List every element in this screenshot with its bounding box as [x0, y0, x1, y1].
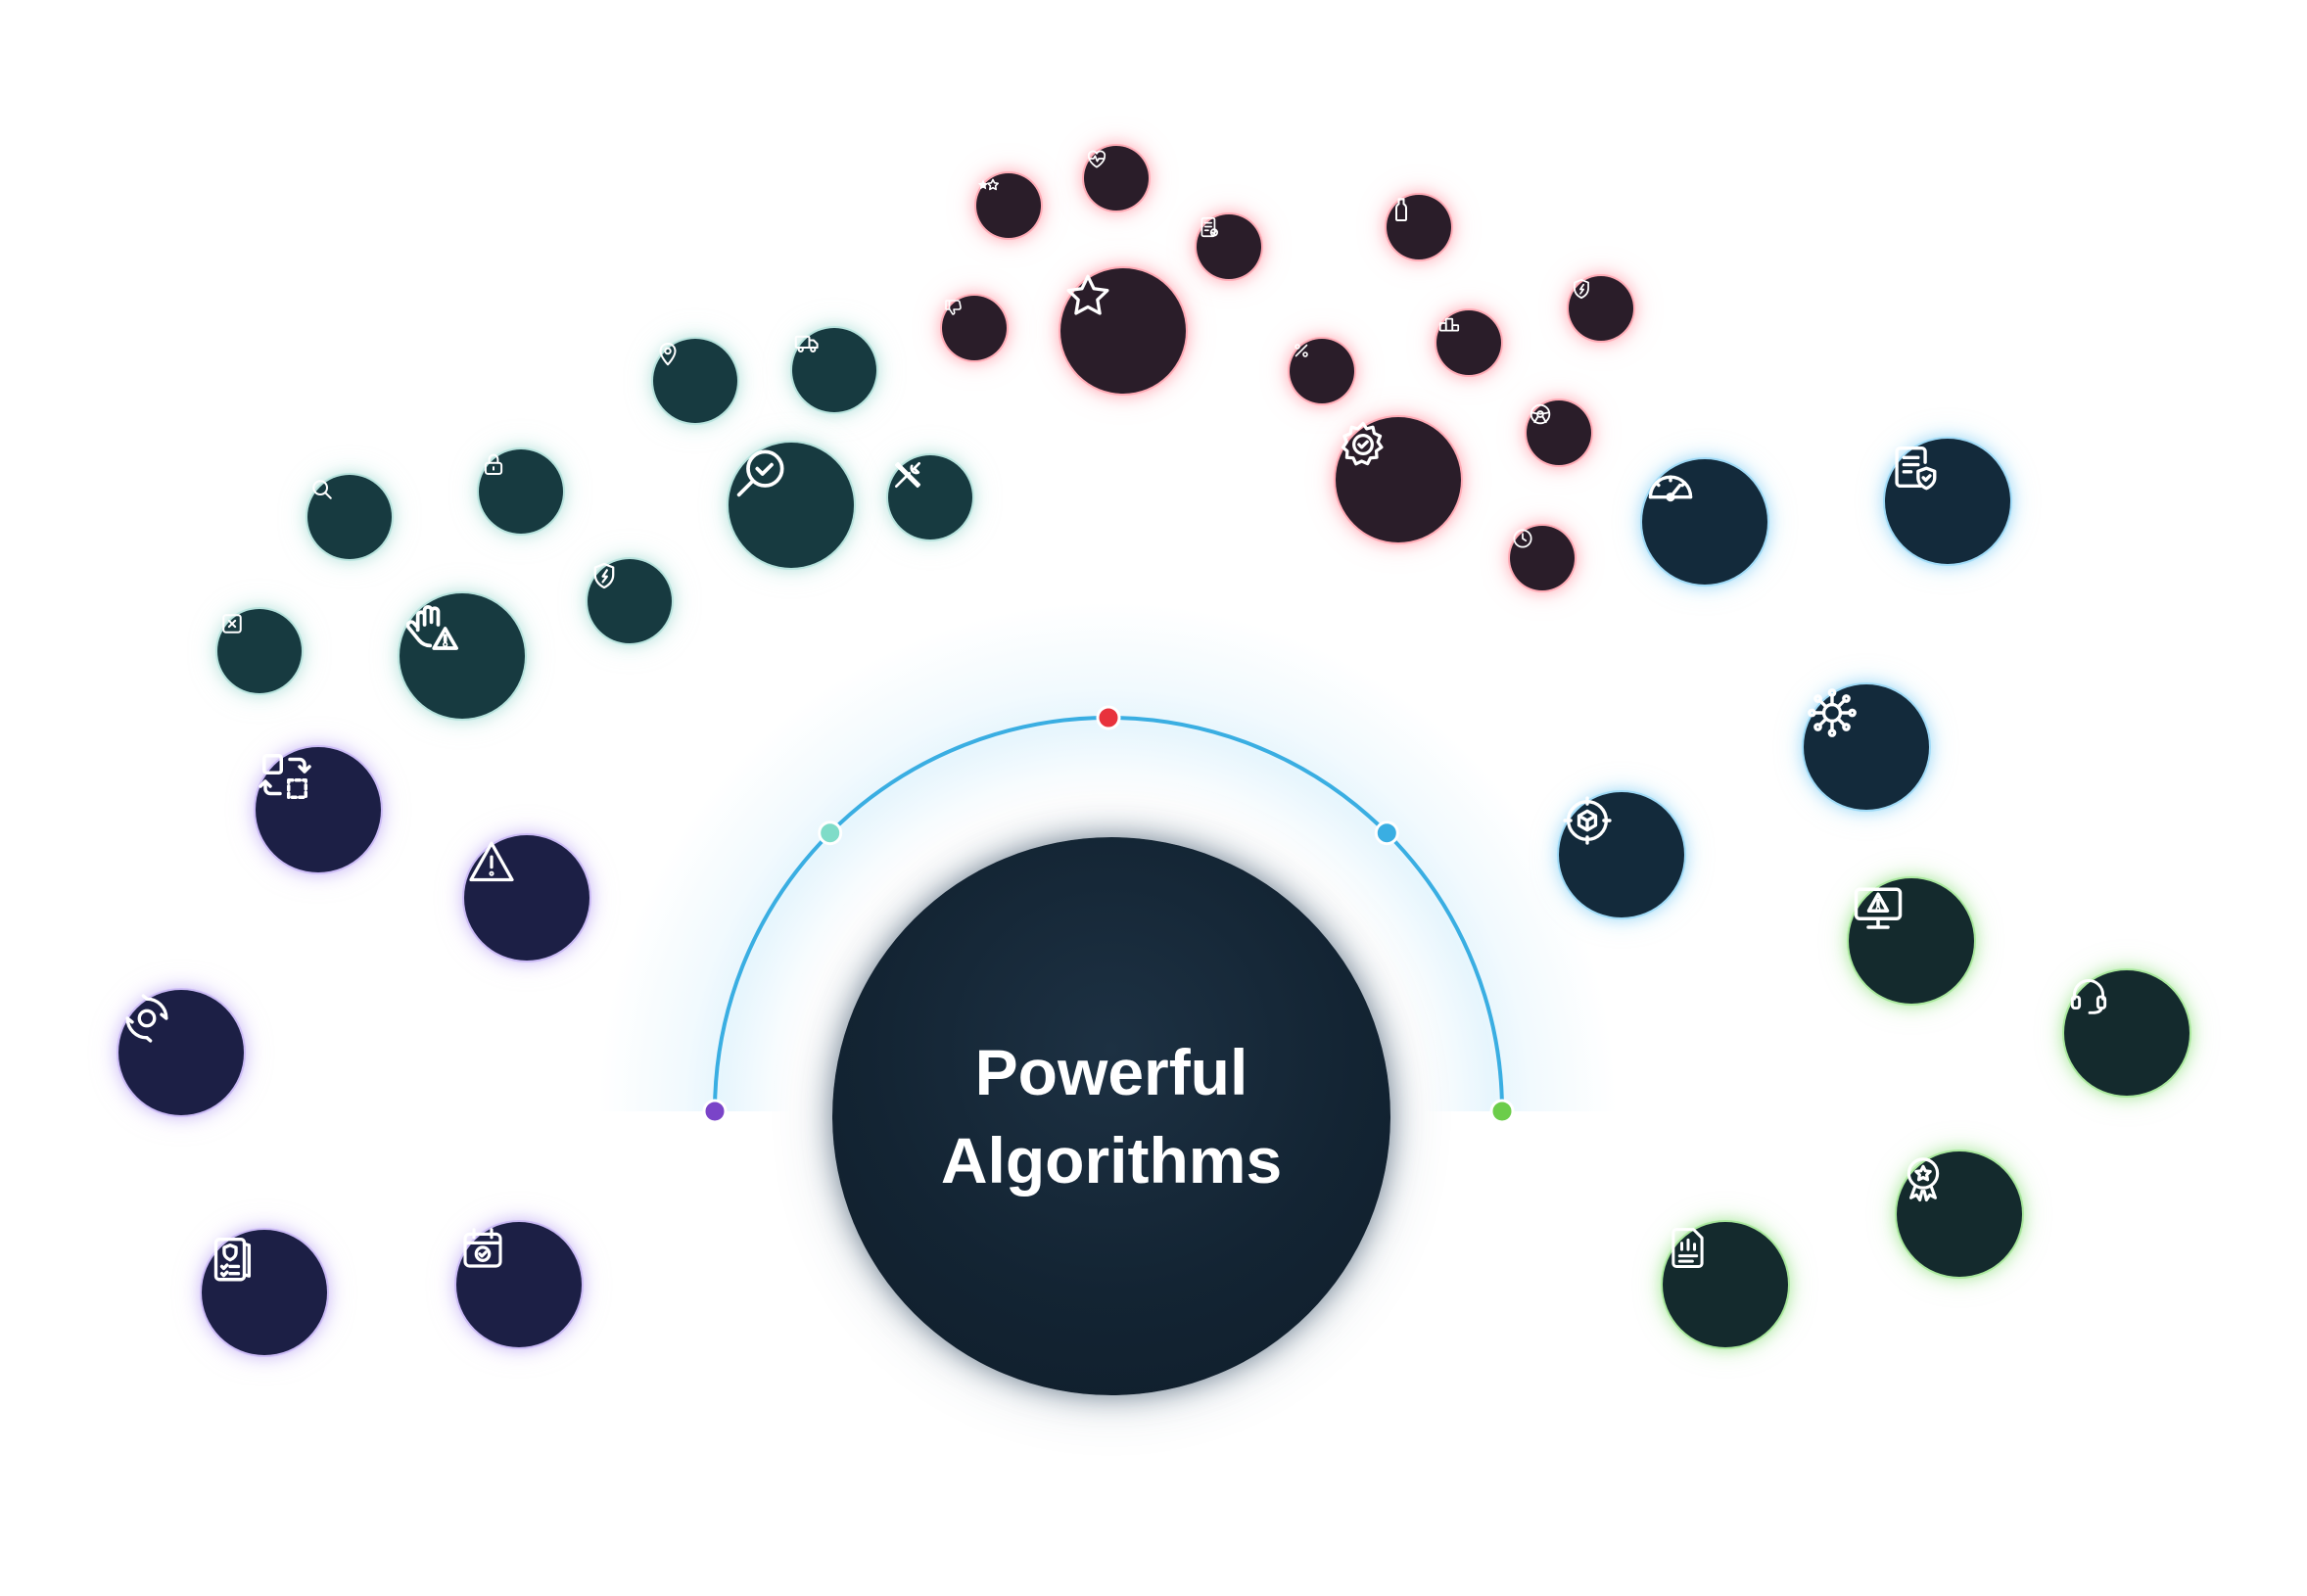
purple-bubble-checklist-shield: [202, 1230, 327, 1355]
headset-icon: [2070, 979, 2107, 1014]
teal-bubble-location-pin: [653, 339, 737, 423]
red-bubble-heart-pulse: [1084, 146, 1149, 211]
calendar-check-icon: [463, 1228, 502, 1268]
blue-bubble-target-cube: [1559, 792, 1684, 917]
padlock-icon: [484, 453, 503, 475]
bottle-icon: [1395, 198, 1407, 221]
blue-bubble-network-hub: [1804, 684, 1929, 810]
red-bubble-podium: [1436, 310, 1501, 375]
teal-bubble-close-square: [217, 609, 302, 693]
steering-wheel-icon: [1530, 403, 1551, 425]
location-pin-icon: [659, 343, 677, 366]
purple-bubble-cycle-target: [118, 990, 244, 1115]
red-bubble-star-rating: [976, 173, 1041, 238]
red-bubble-gear-check: [1336, 417, 1461, 542]
close-square-icon: [222, 614, 242, 634]
warning-icon: [469, 841, 514, 882]
red-bubble-clock: [1510, 526, 1575, 590]
teal-bubble-stop-hand-warning: [400, 593, 525, 719]
shield-icon: [1574, 278, 1589, 300]
teal-bubble-padlock: [479, 449, 563, 534]
blue-bubble-document-shield: [1885, 439, 2010, 564]
network-hub-icon: [1808, 688, 1857, 737]
blue-bubble-speedometer: [1642, 459, 1767, 585]
award-icon: [1907, 1157, 1940, 1202]
red-bubble-checklist: [1197, 214, 1261, 279]
green-bubble-award: [1897, 1151, 2022, 1277]
report-icon: [1671, 1228, 1704, 1269]
blue-node: [1374, 821, 1399, 846]
red-node: [1096, 705, 1121, 730]
teal-bubble-shield: [588, 559, 672, 643]
speedometer-icon: [1648, 475, 1693, 502]
search-icon: [312, 480, 332, 499]
teal-bubble-tools: [888, 455, 972, 540]
center-hub: Powerful Algorithms: [832, 837, 1390, 1395]
stop-hand-warning-icon: [405, 605, 458, 650]
green-bubble-monitor-warning: [1849, 878, 1974, 1004]
teal-bubble-magnifier-check: [729, 443, 854, 568]
purple-bubble-calendar-check: [456, 1222, 582, 1347]
teal-node: [818, 821, 843, 846]
red-bubble-bottle: [1387, 195, 1451, 259]
target-cube-icon: [1563, 796, 1612, 845]
shield-icon: [593, 562, 615, 589]
red-bubble-steering-wheel: [1527, 400, 1591, 465]
thumbs-down-icon: [945, 300, 962, 315]
star-rating-icon: [977, 178, 999, 191]
teal-bubble-delivery-truck: [792, 328, 876, 412]
green-bubble-headset: [2064, 970, 2189, 1096]
teal-bubble-search: [307, 475, 392, 559]
checklist-icon: [1201, 216, 1218, 238]
green-node: [1489, 1099, 1515, 1124]
gear-check-icon: [1341, 421, 1384, 466]
monitor-warning-icon: [1854, 887, 1903, 929]
star-icon: [1066, 274, 1109, 315]
hub-title-line-1: Powerful: [974, 1036, 1248, 1108]
transform-icon: [259, 754, 311, 799]
red-bubble-percent: [1290, 339, 1354, 403]
podium-icon: [1438, 317, 1460, 332]
red-bubble-star: [1060, 268, 1186, 394]
red-bubble-thumbs-down: [942, 296, 1007, 360]
delivery-truck-icon: [794, 335, 819, 353]
magnifier-check-icon: [736, 449, 784, 497]
purple-bubble-transform: [256, 747, 381, 872]
cycle-target-icon: [125, 994, 168, 1043]
heart-pulse-icon: [1087, 150, 1106, 168]
hub-title-line-2: Algorithms: [940, 1124, 1283, 1197]
purple-node: [702, 1099, 728, 1124]
percent-icon: [1295, 344, 1308, 357]
red-bubble-shield: [1569, 276, 1633, 341]
clock-icon: [1513, 529, 1532, 548]
purple-bubble-warning: [464, 835, 589, 961]
tools-icon: [895, 462, 920, 488]
document-shield-icon: [1895, 446, 1937, 491]
green-bubble-report: [1663, 1222, 1788, 1347]
checklist-shield-icon: [213, 1237, 252, 1282]
